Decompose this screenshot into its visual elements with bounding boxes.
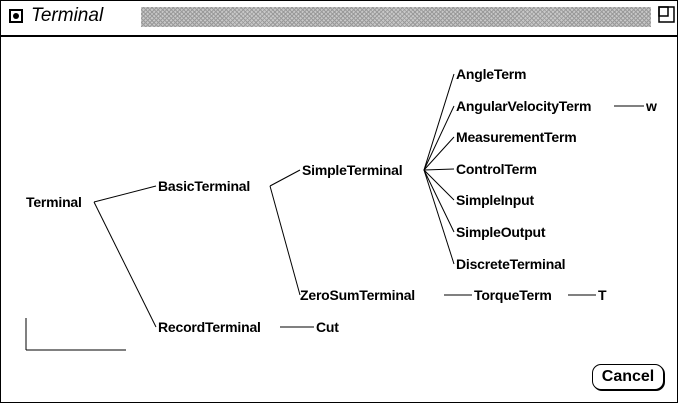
close-box-icon[interactable] (9, 9, 23, 23)
node-terminal[interactable]: Terminal (26, 194, 82, 210)
window-title: Terminal (31, 5, 104, 26)
node-simple-output[interactable]: SimpleOutput (456, 224, 546, 240)
title-bar-pattern (141, 7, 651, 27)
node-discrete-terminal[interactable]: DiscreteTerminal (456, 256, 566, 272)
node-torque-term[interactable]: TorqueTerm (474, 287, 552, 303)
node-simple-input[interactable]: SimpleInput (456, 192, 534, 208)
node-cut[interactable]: Cut (316, 319, 339, 335)
node-basic-terminal[interactable]: BasicTerminal (158, 178, 251, 194)
node-measurement-term[interactable]: MeasurementTerm (456, 129, 577, 145)
node-simple-terminal[interactable]: SimpleTerminal (302, 162, 403, 178)
edge-simple-output (423, 169, 455, 233)
node-angular-velocity-term[interactable]: AngularVelocityTerm (456, 98, 592, 114)
edge-terminal-record (93, 201, 157, 328)
node-w[interactable]: w (646, 98, 657, 114)
edge-simple-discrete (423, 169, 455, 265)
node-angle-term[interactable]: AngleTerm (456, 66, 527, 82)
edge-simple-control (423, 168, 455, 171)
edge-simple-measure (423, 136, 455, 171)
node-zero-sum-terminal[interactable]: ZeroSumTerminal (300, 287, 415, 303)
edge-basic-zerosum (269, 185, 301, 296)
edge-simple-angle (423, 73, 455, 171)
title-bar[interactable]: Terminal (1, 1, 677, 37)
edge-simple-angvel (423, 105, 455, 171)
edge-terminal-basic (93, 185, 157, 203)
edge-basic-simple (269, 169, 301, 187)
cancel-button[interactable]: Cancel (592, 364, 664, 390)
node-control-term[interactable]: ControlTerm (456, 161, 537, 177)
node-record-terminal[interactable]: RecordTerminal (158, 319, 261, 335)
resize-icon[interactable] (658, 6, 676, 24)
edge-simple-input (423, 169, 455, 201)
node-t[interactable]: T (598, 287, 607, 303)
